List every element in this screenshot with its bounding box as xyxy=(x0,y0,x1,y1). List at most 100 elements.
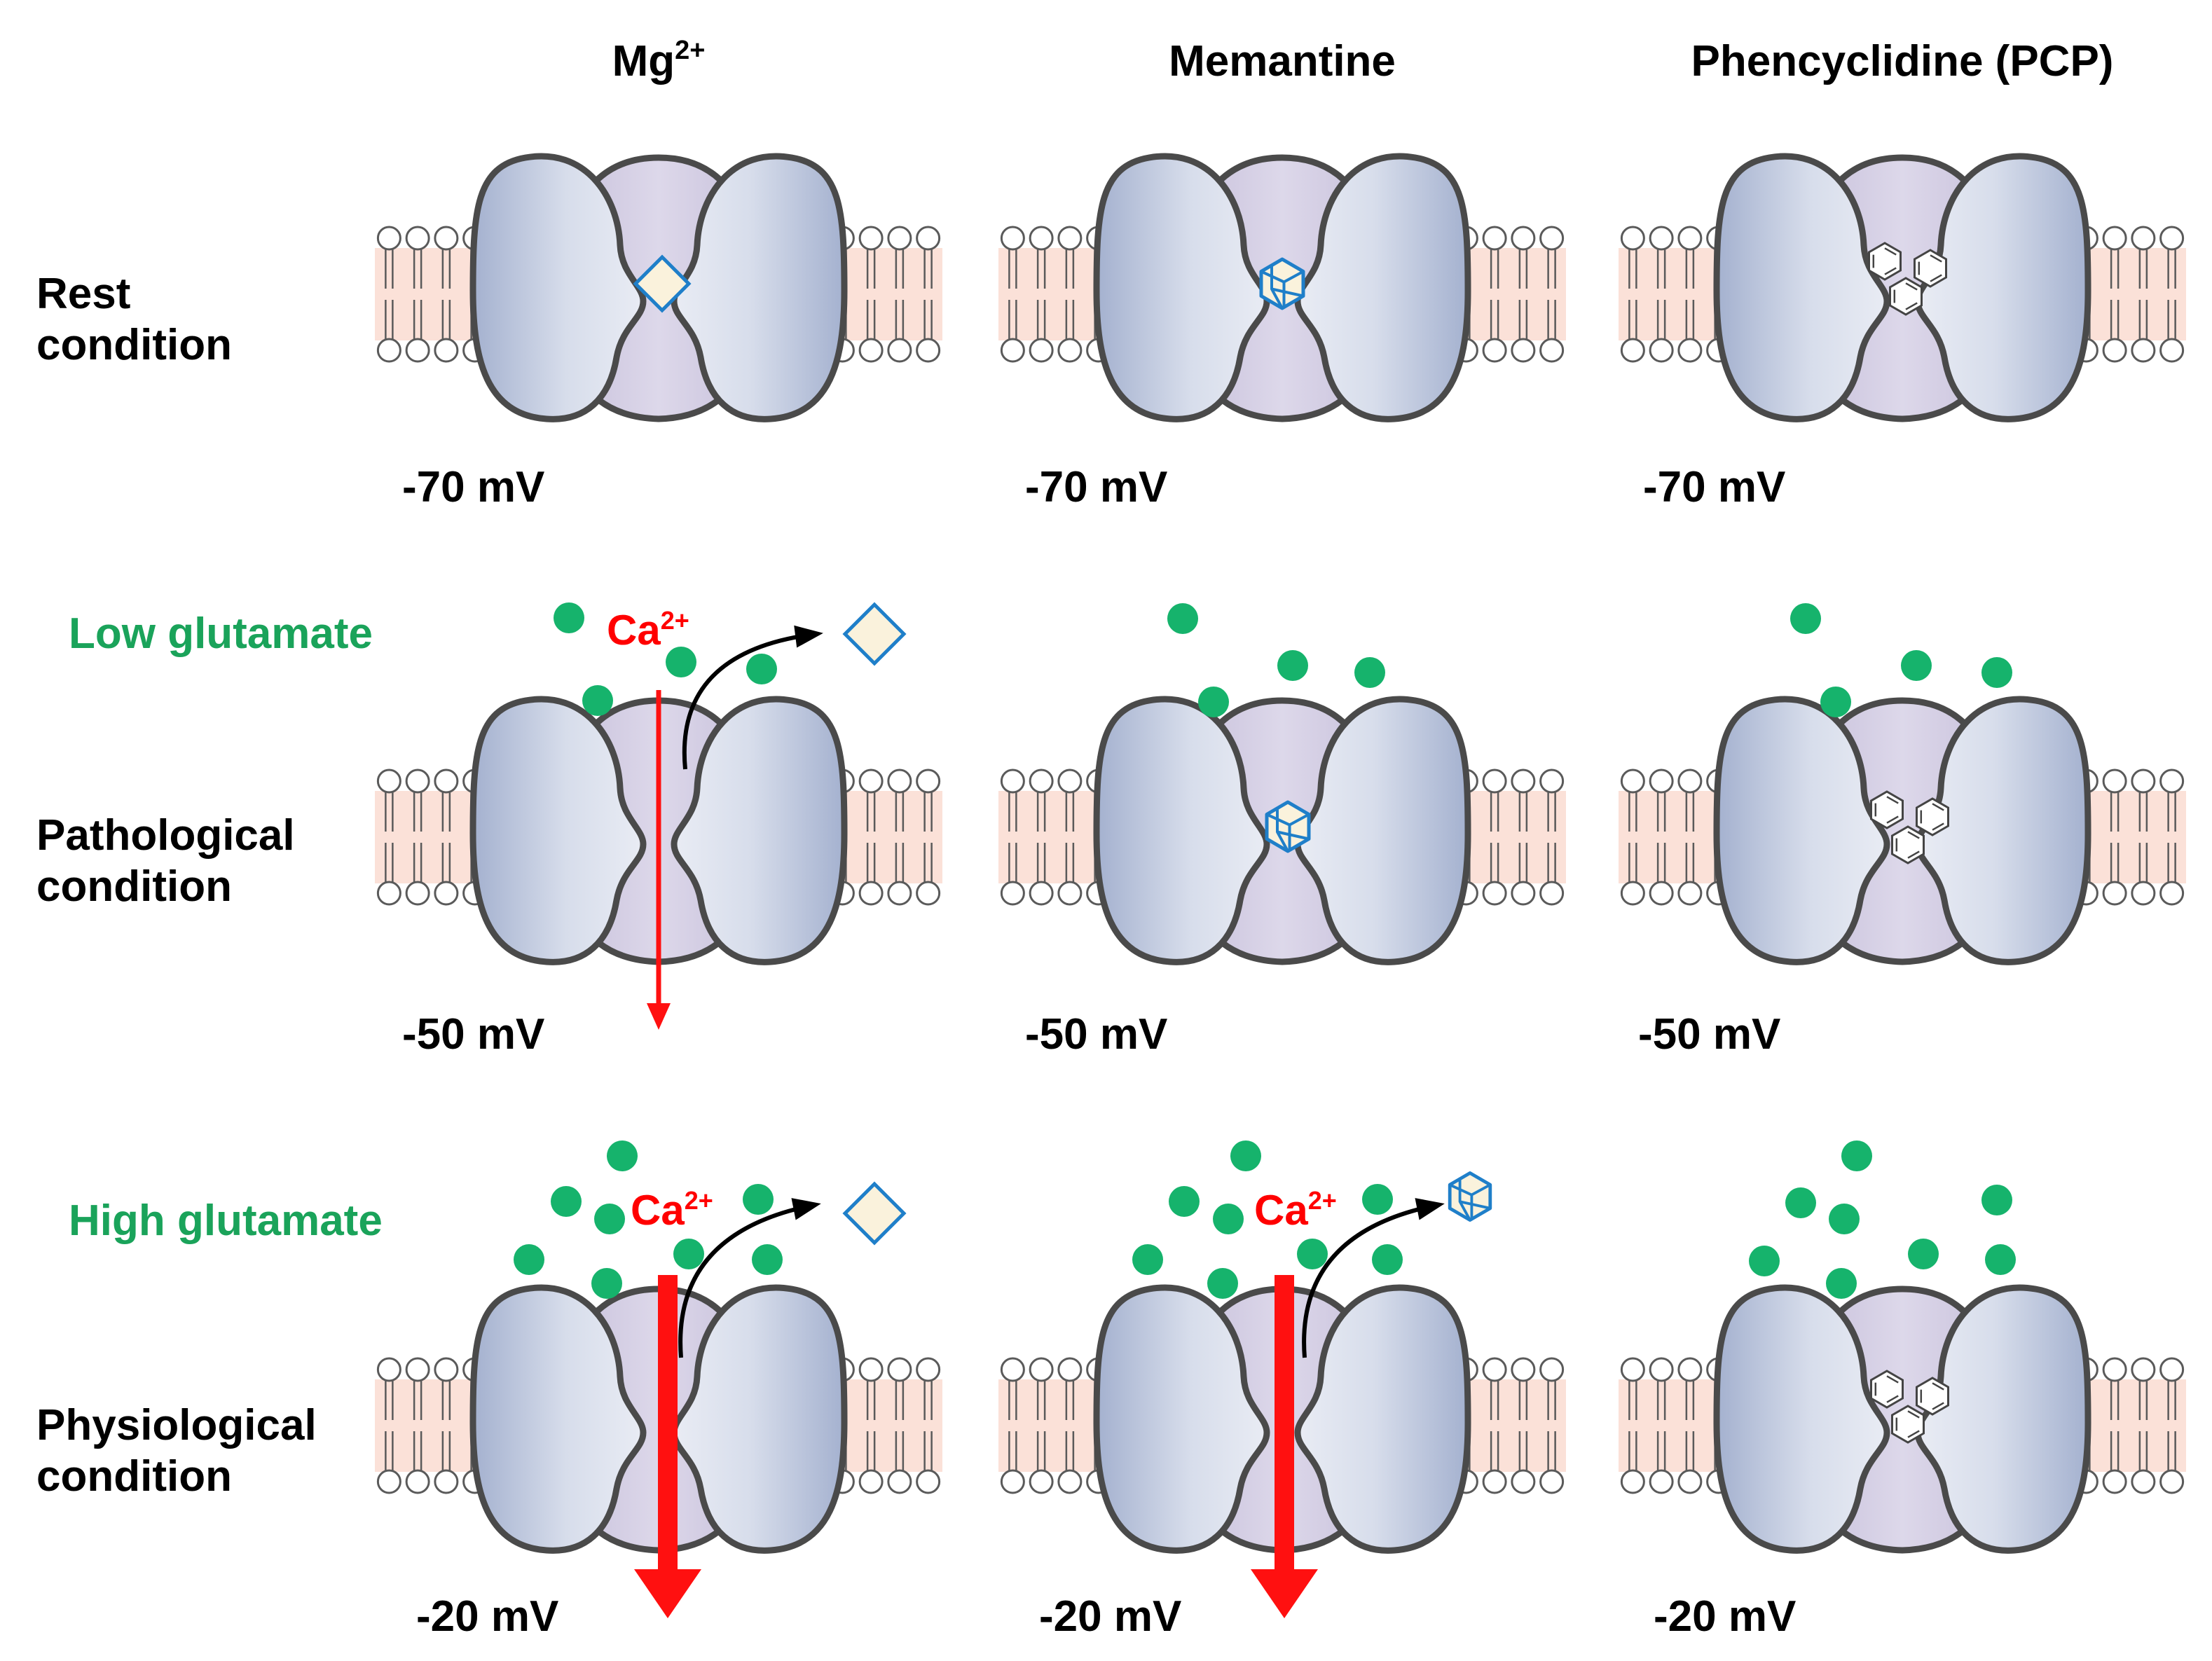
lipid-head xyxy=(376,769,401,794)
lipid-head xyxy=(887,1469,912,1494)
nmda-receptor-channel xyxy=(469,1284,848,1554)
lipid-head xyxy=(1482,1357,1507,1382)
membrane-potential-label: -20 mV xyxy=(1039,1592,1181,1641)
glutamate-molecule xyxy=(1985,1244,2016,1275)
glutamate-molecule xyxy=(1362,1184,1393,1215)
lipid-head xyxy=(1000,881,1025,906)
lipid-head xyxy=(2159,1469,2185,1494)
lipid-head xyxy=(2131,1357,2156,1382)
glutamate-molecule xyxy=(551,1186,582,1217)
row-label-physiological: Physiological condition xyxy=(36,1401,317,1501)
lipid-head xyxy=(1029,226,1054,251)
membrane-potential-label: -20 mV xyxy=(1654,1592,1796,1641)
glutamate-molecule xyxy=(1297,1239,1328,1269)
lipid-head xyxy=(1482,1469,1507,1494)
svg-text:Physiological: Physiological xyxy=(36,1401,317,1449)
lipid-head xyxy=(1539,226,1565,251)
lipid-head xyxy=(916,1469,941,1494)
left-subunit xyxy=(1093,1284,1270,1554)
lipid-head xyxy=(1482,338,1507,363)
lipid-head xyxy=(2159,338,2185,363)
glutamate-molecule xyxy=(1230,1140,1261,1171)
glutamate-molecule xyxy=(746,654,777,684)
mg-ion-diamond xyxy=(842,1181,907,1246)
lipid-head xyxy=(1649,769,1674,794)
lipid-head xyxy=(2102,338,2127,363)
blocker-exit-arrow xyxy=(678,1198,821,1358)
lipid-head xyxy=(1511,338,1536,363)
glutamate-molecule xyxy=(1167,603,1198,634)
lipid-head xyxy=(1620,226,1645,251)
right-subunit xyxy=(1914,153,2091,422)
lipid-head xyxy=(1000,1469,1025,1494)
lipid-head xyxy=(887,226,912,251)
pcp-molecule xyxy=(1868,242,1947,316)
lipid-head xyxy=(2159,226,2185,251)
lipid-head xyxy=(1511,769,1536,794)
right-subunit xyxy=(1294,1284,1471,1554)
glutamate-molecule xyxy=(752,1244,783,1275)
right-subunit xyxy=(1294,696,1471,965)
left-subunit xyxy=(469,1284,647,1554)
svg-text:condition: condition xyxy=(36,1452,232,1501)
lipid-head xyxy=(1029,1469,1054,1494)
lipid-head xyxy=(1057,1357,1083,1382)
lipid-head xyxy=(1620,338,1645,363)
glutamate-molecule xyxy=(554,602,584,633)
lipid-head xyxy=(1057,1469,1083,1494)
calcium-label: Ca2+ xyxy=(607,606,689,654)
lipid-head xyxy=(1649,1357,1674,1382)
left-subunit xyxy=(1093,696,1270,965)
glutamate-molecule xyxy=(514,1244,544,1275)
right-subunit xyxy=(671,153,848,422)
lipid-head xyxy=(1057,338,1083,363)
lipid-head xyxy=(1620,881,1645,906)
lipid-head xyxy=(916,1357,941,1382)
lipid-head xyxy=(1677,338,1703,363)
lipid-head xyxy=(1029,769,1054,794)
lipid-head xyxy=(434,881,459,906)
glutamate-molecule xyxy=(607,1140,638,1171)
right-subunit xyxy=(1294,153,1471,422)
lipid-head xyxy=(2131,338,2156,363)
lipid-head xyxy=(1677,226,1703,251)
membrane-potential-label: -50 mV xyxy=(402,1010,544,1059)
lipid-head xyxy=(2131,769,2156,794)
lipid-head xyxy=(858,769,884,794)
mg-ion-diamond xyxy=(633,254,692,313)
pcp-molecule xyxy=(1870,1370,1949,1444)
lipid-head xyxy=(1482,769,1507,794)
right-subunit xyxy=(1914,1284,2091,1554)
lipid-head xyxy=(1000,1357,1025,1382)
lipid-head xyxy=(916,338,941,363)
lipid-head xyxy=(1511,1357,1536,1382)
lipid-head xyxy=(405,226,430,251)
lipid-head xyxy=(2102,881,2127,906)
lipid-head xyxy=(1511,881,1536,906)
lipid-head xyxy=(376,226,401,251)
svg-text:condition: condition xyxy=(36,321,232,369)
lipid-head xyxy=(1620,769,1645,794)
memantine-molecule xyxy=(1265,800,1311,853)
lipid-head xyxy=(1649,1469,1674,1494)
lipid-head xyxy=(1620,1357,1645,1382)
svg-text:Pathological: Pathological xyxy=(36,811,295,860)
calcium-label: Ca2+ xyxy=(631,1186,713,1234)
lipid-head xyxy=(1482,881,1507,906)
column-header-memantine: Memantine xyxy=(1169,37,1396,85)
lipid-head xyxy=(2102,1469,2127,1494)
lipid-head xyxy=(405,769,430,794)
lipid-head xyxy=(376,1357,401,1382)
lipid-head xyxy=(1029,881,1054,906)
lipid-head xyxy=(1539,881,1565,906)
glutamate-molecule xyxy=(1841,1140,1872,1171)
lipid-head xyxy=(1677,1357,1703,1382)
glutamate-molecule xyxy=(1749,1246,1780,1276)
glutamate-molecule xyxy=(743,1184,774,1215)
lipid-head xyxy=(1000,769,1025,794)
membrane-potential-label: -20 mV xyxy=(416,1592,558,1641)
membrane-potential-label: -50 mV xyxy=(1025,1010,1167,1059)
membrane-potential-label: -70 mV xyxy=(402,463,544,511)
high-glutamate-label: High glutamate xyxy=(69,1197,383,1245)
lipid-head xyxy=(1677,881,1703,906)
